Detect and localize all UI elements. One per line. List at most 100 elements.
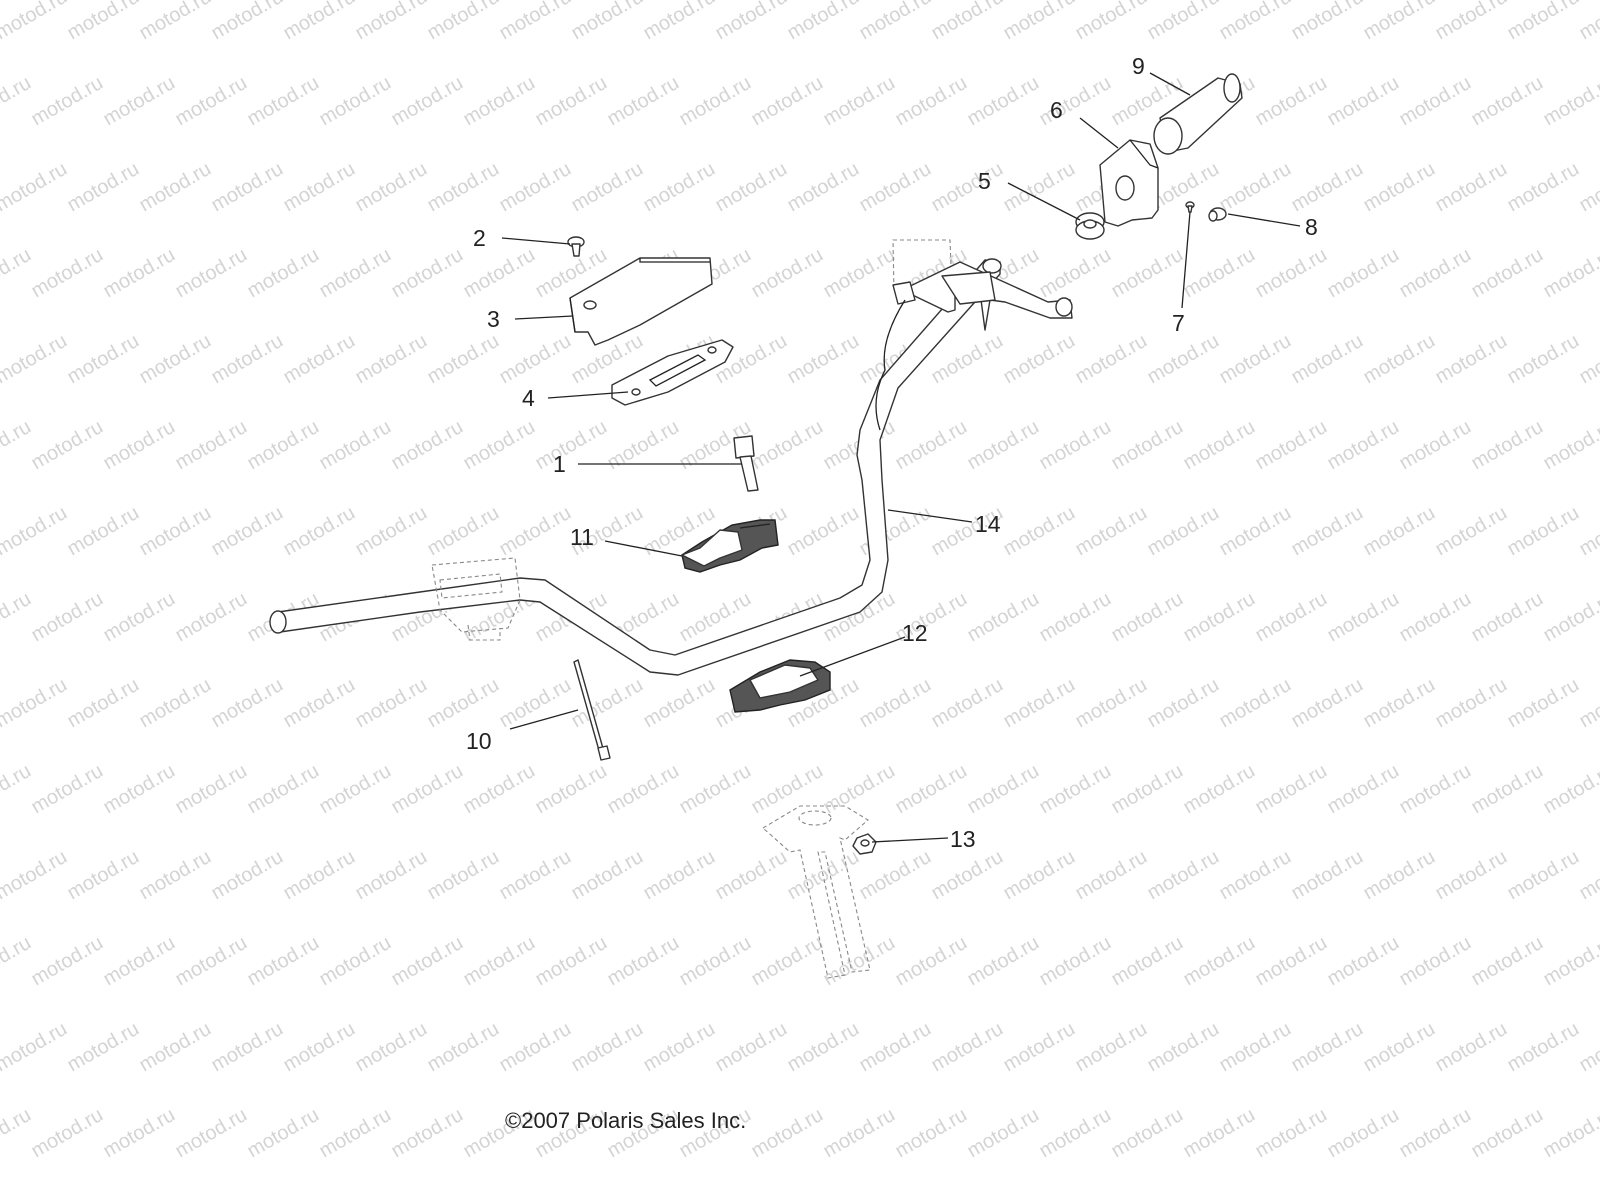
watermark-text: motod.ru [100, 1104, 179, 1163]
watermark-text: motod.ru [64, 158, 143, 217]
watermark-text: motod.ru [1468, 932, 1547, 991]
watermark-text: motod.ru [316, 72, 395, 131]
watermark-text: motod.ru [1036, 588, 1115, 647]
watermark-text: motod.ru [784, 0, 863, 44]
callout-13: 13 [950, 826, 976, 852]
watermark-text: motod.ru [1072, 0, 1151, 44]
watermark-text: motod.ru [928, 846, 1007, 905]
watermark-text: motod.ru [856, 1018, 935, 1077]
watermark-text: motod.ru [1468, 760, 1547, 819]
watermark-text: motod.ru [28, 1104, 107, 1163]
watermark-text: motod.ru [1180, 932, 1259, 991]
watermark-text: motod.ru [604, 416, 683, 475]
watermark-text: motod.ru [1108, 1104, 1187, 1163]
watermark-text: motod.ru [244, 1104, 323, 1163]
callout-14: 14 [975, 511, 1001, 537]
watermark-text: motod.ru [1072, 846, 1151, 905]
watermark-text: motod.ru [928, 1018, 1007, 1077]
watermark-text: motod.ru [208, 1018, 287, 1077]
watermark-text: motod.ru [712, 0, 791, 44]
watermark-text: motod.ru [1396, 932, 1475, 991]
watermark-text: motod.ru [1432, 846, 1511, 905]
watermark-text: motod.ru [820, 244, 899, 303]
watermark-text: motod.ru [172, 416, 251, 475]
left-switch-housing [431, 557, 521, 641]
watermark-text: motod.ru [1144, 0, 1223, 44]
watermark-text: motod.ru [1216, 1018, 1295, 1077]
watermark-text: motod.ru [1072, 502, 1151, 561]
watermark-text: motod.ru [1324, 72, 1403, 131]
watermark-text: motod.ru [1360, 158, 1439, 217]
watermark-text: motod.ru [1252, 760, 1331, 819]
lower-clamp-part-12 [729, 659, 831, 713]
watermark-text: motod.ru [1072, 330, 1151, 389]
watermark-text: motod.ru [1540, 1104, 1600, 1163]
watermark-text: motod.ru [1288, 674, 1367, 733]
watermark-text: motod.ru [316, 760, 395, 819]
watermark-text: motod.ru [0, 760, 35, 819]
watermark-text: motod.ru [460, 932, 539, 991]
watermark-text: motod.ru [1216, 674, 1295, 733]
watermark-text: motod.ru [1180, 416, 1259, 475]
watermark-text: motod.ru [460, 416, 539, 475]
watermark-text: motod.ru [1108, 760, 1187, 819]
watermark-text: motod.ru [64, 1018, 143, 1077]
watermark-text: motod.ru [964, 1104, 1043, 1163]
callout-12: 12 [902, 620, 928, 646]
watermark-text: motod.ru [496, 846, 575, 905]
watermark-text: motod.ru [676, 760, 755, 819]
watermark-text: motod.ru [1036, 1104, 1115, 1163]
watermark-text: motod.ru [1324, 932, 1403, 991]
watermark-text: motod.ru [1000, 330, 1079, 389]
watermark-text: motod.ru [0, 0, 71, 44]
watermark-text: motod.ru [1360, 1018, 1439, 1077]
watermark-text: motod.ru [1396, 588, 1475, 647]
watermark-text: motod.ru [352, 502, 431, 561]
watermark-text: motod.ru [136, 158, 215, 217]
leader-lines [501, 72, 1301, 843]
watermark-text: motod.ru [1576, 158, 1600, 217]
watermark-text: motod.ru [820, 1104, 899, 1163]
watermark-text: motod.ru [100, 588, 179, 647]
watermark-text: motod.ru [496, 1018, 575, 1077]
watermark-text: motod.ru [352, 158, 431, 217]
callout-9: 9 [1132, 53, 1145, 79]
watermark-text: motod.ru [208, 674, 287, 733]
watermark-text: motod.ru [1216, 0, 1295, 44]
watermark-text: motod.ru [1540, 72, 1600, 131]
watermark-text: motod.ru [748, 1104, 827, 1163]
watermark-text: motod.ru [640, 1018, 719, 1077]
watermark-text: motod.ru [1576, 502, 1600, 561]
watermark-text: motod.ru [136, 0, 215, 44]
watermark-text: motod.ru [1288, 846, 1367, 905]
watermark-text: motod.ru [1108, 932, 1187, 991]
watermark-text: motod.ru [244, 72, 323, 131]
watermark-text: motod.ru [1288, 502, 1367, 561]
watermark-text: motod.ru [1504, 846, 1583, 905]
watermark-text: motod.ru [316, 416, 395, 475]
watermark-text: motod.ru [1540, 588, 1600, 647]
watermark-text: motod.ru [1576, 846, 1600, 905]
watermark-text: motod.ru [856, 0, 935, 44]
watermark-text: motod.ru [1000, 502, 1079, 561]
watermark-text: motod.ru [892, 72, 971, 131]
cable-tie-part-10 [573, 659, 611, 761]
watermark-text: motod.ru [1000, 0, 1079, 44]
watermark-text: motod.ru [352, 0, 431, 44]
watermark-text: motod.ru [604, 760, 683, 819]
watermark-text: motod.ru [208, 158, 287, 217]
watermark-text: motod.ru [1000, 846, 1079, 905]
watermark-text: motod.ru [1000, 674, 1079, 733]
watermark-text: motod.ru [640, 0, 719, 44]
steering-post [762, 805, 871, 979]
watermark-text: motod.ru [244, 416, 323, 475]
throttle-housing-part-6 [1099, 139, 1159, 227]
callout-2: 2 [473, 225, 486, 251]
watermark-text: motod.ru [964, 416, 1043, 475]
watermark-text: motod.ru [748, 932, 827, 991]
watermark-text: motod.ru [208, 0, 287, 44]
watermark-text: motod.ru [1504, 330, 1583, 389]
watermark-text: motod.ru [136, 330, 215, 389]
callout-6: 6 [1050, 97, 1063, 123]
watermark-text: motod.ru [712, 846, 791, 905]
